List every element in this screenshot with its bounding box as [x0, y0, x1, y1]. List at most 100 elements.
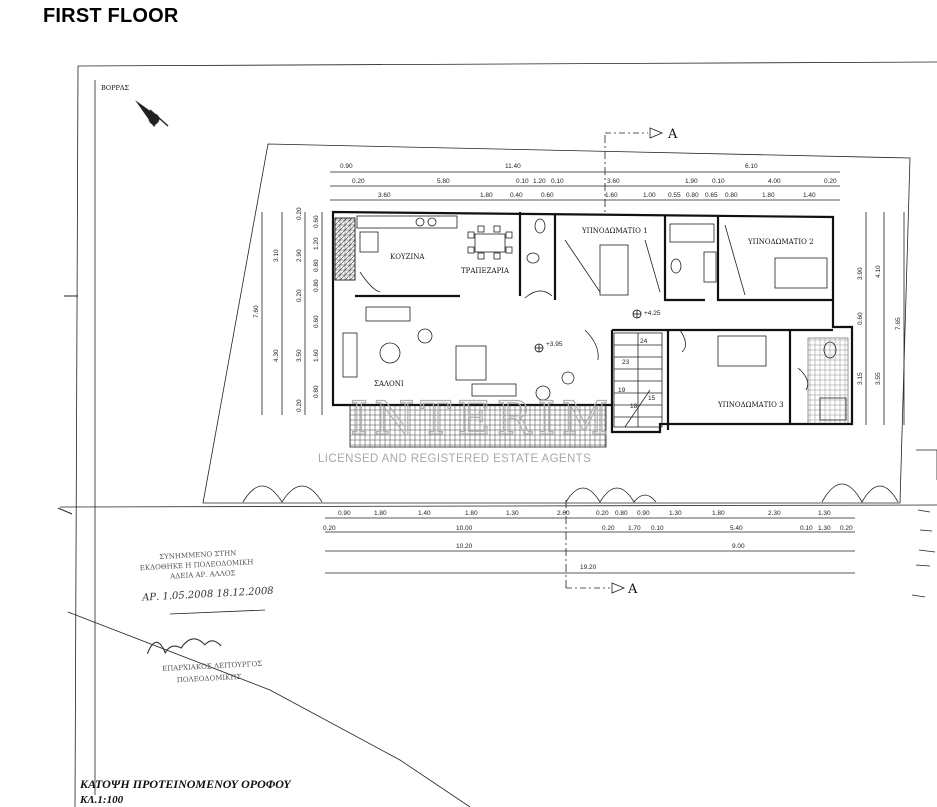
dim-right-inner-2: 0.60 [857, 312, 864, 325]
dim-bottom-r2-4: 1.70 [628, 525, 641, 532]
dim-bottom-r1-10: 1.30 [669, 510, 682, 517]
stamp-line-3: ΑΔΕΙΑ ΑΡ. ΑΛΛΟΣ [169, 569, 236, 580]
left-marker [57, 295, 78, 515]
dim-top-r3-10: 0.80 [725, 192, 738, 199]
bottom-dimension-lines [325, 517, 855, 574]
dim-bottom-r2-8: 1.30 [818, 525, 831, 532]
bedroom1-furniture [564, 239, 661, 296]
watermark-subtitle: LICENSED AND REGISTERED ESTATE AGENTS [318, 453, 591, 465]
plot-boundary-lower [67, 611, 471, 807]
dim-bottom-r2-5: 0.10 [651, 525, 664, 532]
kitchen-counter-grid [334, 217, 356, 281]
dim-bottom-r1-6: 2.60 [557, 510, 570, 517]
dim-top-r3-1: 3.60 [378, 192, 391, 199]
bathroom-1 [669, 223, 717, 283]
dim-left-inner2-2: 1.20 [313, 237, 320, 250]
dim-bottom-r1-7: 0.20 [596, 510, 609, 517]
bathroom-3 [797, 341, 847, 421]
stamp-handwritten: ΑΡ. 1.05.2008 18.12.2008 [141, 586, 274, 604]
drawing-caption: ΚΑΤΟΨΗ ΠΡΟΤΕΙΝΟΜΕΝΟΥ ΟΡΟΦΟΥ [79, 777, 292, 791]
north-label: ΒΟΡΡΑΣ [101, 84, 130, 92]
dim-bottom-r1-4: 1.80 [465, 510, 478, 517]
dim-left-mid-1: 3.10 [273, 249, 280, 262]
level-marker-living [534, 343, 544, 353]
stair-number-18: 18 [630, 403, 638, 410]
dim-left-outer: 7.60 [253, 305, 260, 318]
sheet-border-left [74, 65, 79, 807]
stair-number-15: 15 [648, 395, 656, 402]
dim-bottom-r1-3: 1.40 [418, 510, 431, 517]
signature-line-2: ΠΟΛΕΟΔΟΜΙΚΗΣ [177, 673, 242, 684]
dim-top-r2-1: 0.20 [352, 178, 365, 185]
dim-top-r3-11: 1.80 [762, 192, 775, 199]
dim-left-inner2-4: 0.80 [313, 279, 320, 292]
signature-line-1: ΕΠΑΡΧΙΑΚΟΣ ΛΕΙΤΟΥΡΓΟΣ [162, 660, 262, 673]
section-line-bottom [565, 500, 626, 594]
page-title: FIRST FLOOR [43, 5, 179, 27]
room-label-bedroom1: ΥΠΝΟΔΩΜΑΤΙΟ 1 [581, 227, 648, 235]
dim-left-inner-4: 3.50 [296, 349, 303, 362]
dim-bottom-r1-8: 0.80 [615, 510, 628, 517]
dim-right-inner-1: 3.90 [857, 267, 864, 280]
dim-right-outer: 7.65 [895, 317, 902, 330]
dim-bottom-r2-1: 0.20 [323, 525, 336, 532]
wc-1 [524, 218, 553, 299]
room-label-kitchen: ΚΟΥΖΙΝΑ [390, 253, 425, 261]
dim-top-r3-7: 0.55 [668, 192, 681, 199]
dim-top-r3-3: 0.40 [510, 192, 523, 199]
stair-number-19: 19 [618, 387, 626, 394]
dim-left-inner-1: 0.20 [296, 207, 303, 220]
room-label-bedroom2: ΥΠΝΟΔΩΜΑΤΙΟ 2 [747, 238, 814, 246]
room-label-living: ΣΑΛΟΝΙ [374, 380, 404, 388]
dim-top-r2-2: 5.80 [437, 178, 450, 185]
living-furniture [342, 306, 599, 401]
dim-top-r2-5: 0.10 [551, 178, 564, 185]
dim-right-inner-3: 3.15 [857, 372, 864, 385]
dim-bottom-r1-12: 2.30 [768, 510, 781, 517]
level-marker-hall [632, 309, 642, 319]
bathroom-tiles [807, 337, 849, 425]
dim-bottom-r1-1: 0.90 [338, 510, 351, 517]
right-edge-notes [911, 449, 937, 598]
section-marker-bottom: A [627, 582, 638, 597]
dim-bottom-r1-11: 1.80 [712, 510, 725, 517]
dim-left-inner2-5: 0.60 [313, 315, 320, 328]
dim-top-r2-4: 1.20 [533, 178, 546, 185]
landscape-arches [242, 483, 899, 503]
site-outline [202, 143, 911, 504]
balcony-tiles [349, 404, 607, 448]
dim-right-mid-2: 3.55 [875, 372, 882, 385]
stamp-line-2: ΕΚΔΟΘΗΚΕ Η ΠΟΛΕΟΔΟΜΙΚΗ [140, 558, 254, 572]
dim-top-r3-6: 1.00 [643, 192, 656, 199]
dim-top-r3-9: 0.65 [705, 192, 718, 199]
dim-top-r2-6: 3.60 [607, 178, 620, 185]
dim-left-inner2-1: 0.60 [313, 215, 320, 228]
dim-top-2: 11.40 [505, 163, 521, 170]
dim-top-r2-8: 0.10 [712, 178, 725, 185]
stamp-underline [169, 609, 266, 615]
left-dimension-lines [261, 212, 323, 415]
bedroom3-furniture [679, 329, 767, 367]
bedroom2-furniture [724, 224, 828, 296]
dim-bottom-r1-5: 1.30 [506, 510, 519, 517]
dim-bottom-r2-9: 0.20 [840, 525, 853, 532]
dim-right-mid-1: 4.10 [875, 265, 882, 278]
dim-top-1: 0.90 [340, 163, 353, 170]
dim-bottom-r3-2: 9.00 [732, 543, 745, 550]
dim-bottom-r2-6: 5.40 [730, 525, 743, 532]
dim-top-r3-4: 0.60 [541, 192, 554, 199]
signature-block: ΕΠΑΡΧΙΑΚΟΣ ΛΕΙΤΟΥΡΓΟΣ ΠΟΛΕΟΔΟΜΙΚΗΣ [146, 638, 262, 684]
dim-top-r3-5: 1.60 [605, 192, 618, 199]
watermark-letters: INTERIM [350, 391, 615, 445]
dim-top-r2-3: 0.10 [516, 178, 529, 185]
section-marker-top: A [667, 127, 678, 142]
dim-bottom-r3-1: 10.20 [456, 543, 473, 550]
dim-top-r2-7: 1.90 [685, 178, 698, 185]
top-dimension-lines [330, 171, 840, 201]
dim-left-inner2-3: 0.80 [313, 259, 320, 272]
dim-top-r3-2: 1.80 [480, 192, 493, 199]
dim-left-inner-5: 0.20 [296, 399, 303, 412]
level-label-living: +3.95 [546, 341, 563, 348]
dim-bottom-r1-13: 1.30 [818, 510, 831, 517]
